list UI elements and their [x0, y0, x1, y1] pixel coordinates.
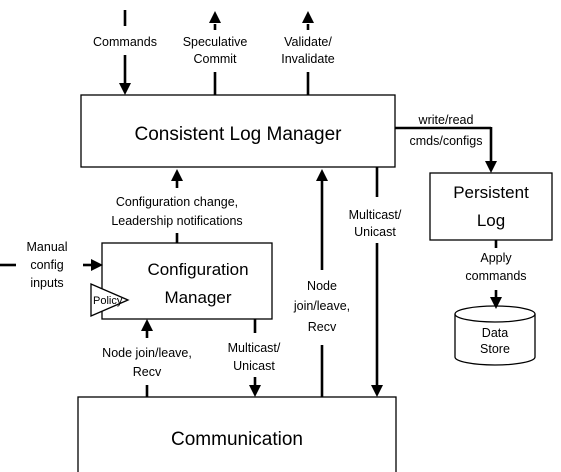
- data-store-cylinder: [454, 305, 536, 366]
- multicast-left-arrow: [249, 319, 261, 397]
- node-join-right-arrow: [316, 169, 328, 397]
- consistent-log-manager-label: Consistent Log Manager: [134, 124, 342, 145]
- consistent-log-manager-box: [80, 94, 396, 168]
- multicast-left-label-line1: Multicast/: [228, 341, 281, 355]
- config-change-label-line2: Leadership notifications: [111, 214, 242, 228]
- node-join-right-label-line2: join/leave,: [293, 299, 350, 313]
- validate-invalidate-label-line1: Validate/: [284, 35, 332, 49]
- manual-config-label-line3: inputs: [30, 276, 63, 290]
- multicast-right-label-line1: Multicast/: [349, 208, 402, 222]
- persistent-log-label-line1: Persistent: [453, 183, 529, 202]
- speculative-commit-arrow: [209, 11, 221, 95]
- commands-arrow: [119, 10, 131, 95]
- node-join-left-arrow: [141, 319, 153, 397]
- persistent-log-label-line2: Log: [477, 211, 505, 230]
- config-change-arrow: [171, 169, 183, 243]
- apply-commands-label-line2: commands: [465, 269, 526, 283]
- write-read-arrow: [395, 126, 497, 173]
- policy-triangle: [90, 283, 130, 317]
- validate-invalidate-label-line2: Invalidate: [281, 52, 335, 66]
- configuration-manager-label-line1: Configuration: [147, 260, 248, 279]
- communication-box: [77, 396, 397, 472]
- node-join-right-label-line3: Recv: [308, 320, 337, 334]
- validate-invalidate-arrow: [302, 11, 314, 95]
- manual-config-arrow: [0, 259, 103, 271]
- apply-commands-label-line1: Apply: [480, 251, 512, 265]
- multicast-left-label-line2: Unicast: [233, 359, 275, 373]
- write-read-label-line2: cmds/configs: [410, 134, 483, 148]
- persistent-log-box: [429, 172, 553, 241]
- speculative-commit-label-line1: Speculative: [183, 35, 248, 49]
- data-store-label-line1: Data: [482, 326, 508, 340]
- node-join-left-label-line2: Recv: [133, 365, 162, 379]
- communication-label: Communication: [171, 429, 303, 450]
- configuration-manager-label-line2: Manager: [164, 288, 231, 307]
- apply-commands-arrow: [490, 240, 502, 309]
- commands-label: Commands: [93, 35, 157, 49]
- data-store-label-line2: Store: [480, 342, 510, 356]
- speculative-commit-label-line2: Commit: [193, 52, 237, 66]
- node-join-right-label-line1: Node: [307, 279, 337, 293]
- node-join-left-label-line1: Node join/leave,: [102, 346, 192, 360]
- manual-config-label-line2: config: [30, 258, 63, 272]
- configuration-manager-box: [101, 242, 273, 320]
- config-change-label-line1: Configuration change,: [116, 195, 238, 209]
- policy-label: Policy: [93, 295, 123, 307]
- manual-config-label-line1: Manual: [27, 240, 68, 254]
- multicast-right-arrow: [371, 167, 383, 397]
- multicast-right-label-line2: Unicast: [354, 225, 396, 239]
- write-read-label-line1: write/read: [418, 113, 474, 127]
